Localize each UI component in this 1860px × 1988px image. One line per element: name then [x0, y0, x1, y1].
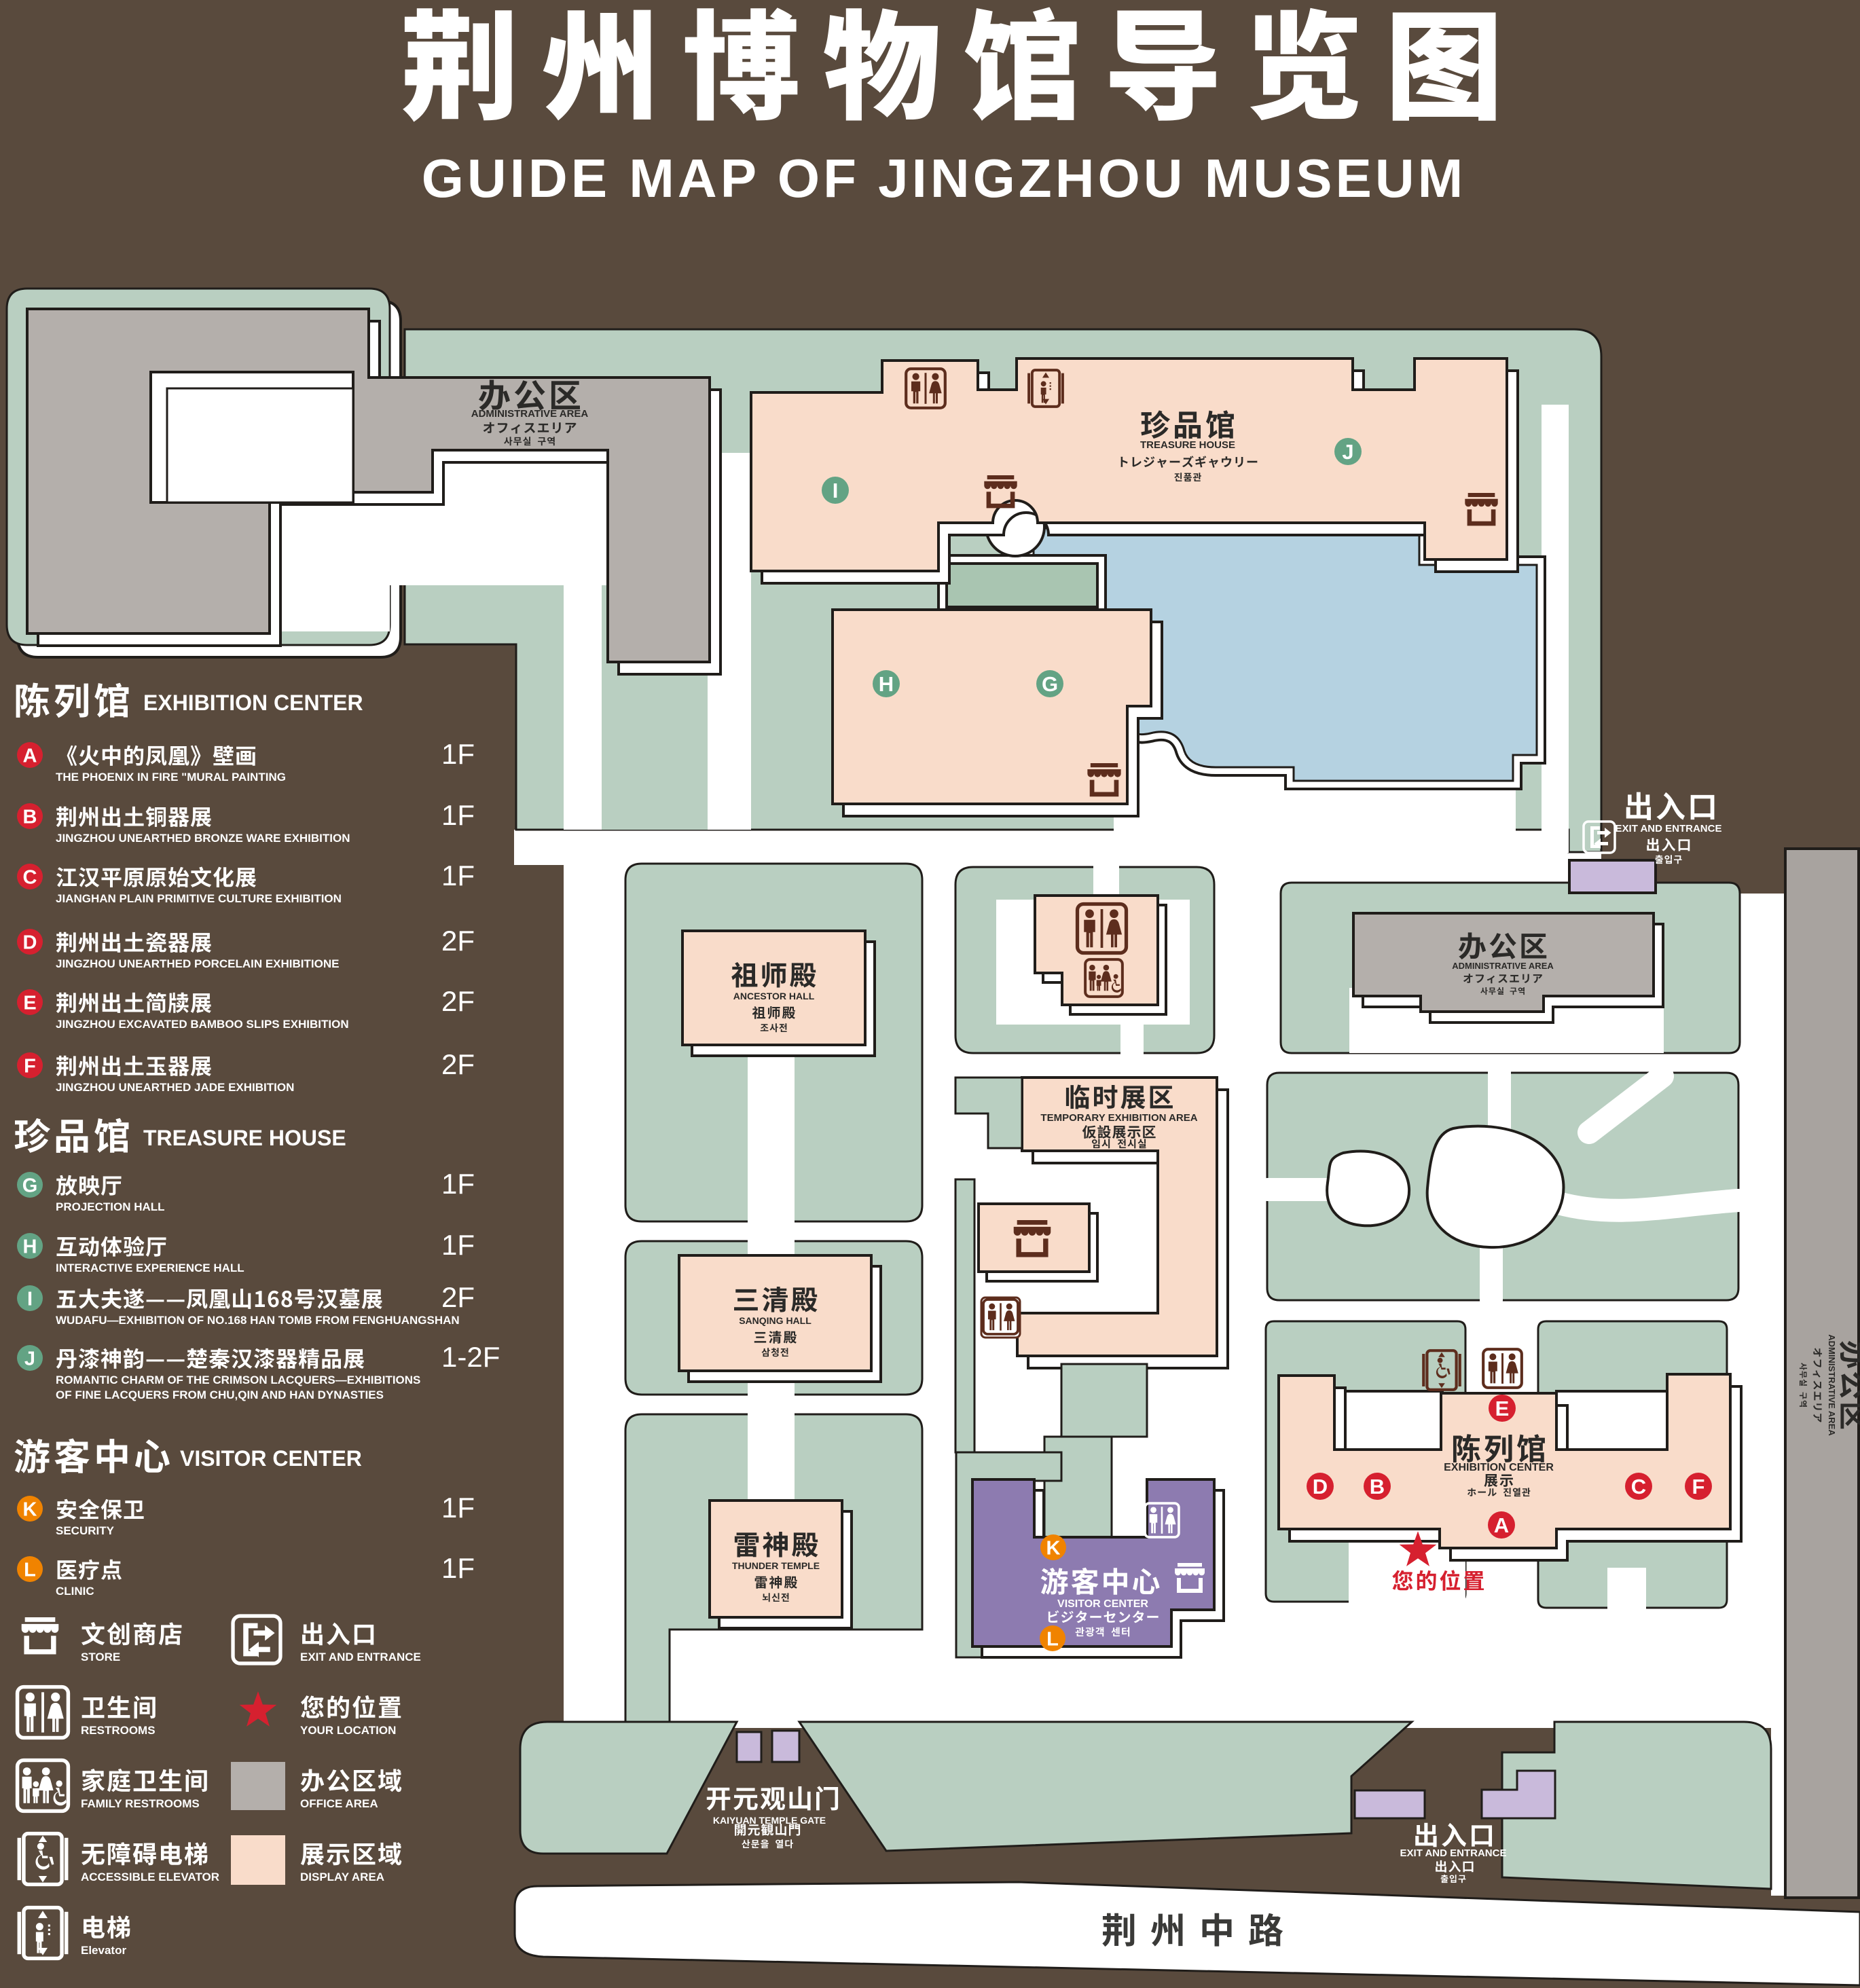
svg-text:VISITOR CENTER: VISITOR CENTER: [1057, 1598, 1148, 1610]
svg-text:1F: 1F: [441, 738, 475, 770]
svg-text:L: L: [1046, 1628, 1059, 1650]
svg-text:J: J: [1342, 440, 1353, 464]
svg-text:G: G: [1042, 672, 1058, 696]
svg-text:A: A: [1494, 1513, 1509, 1537]
svg-text:1-2F: 1-2F: [441, 1341, 500, 1373]
svg-text:ACCESSIBLE ELEVATOR: ACCESSIBLE ELEVATOR: [81, 1871, 219, 1883]
svg-text:TEMPORARY EXHIBITION AREA: TEMPORARY EXHIBITION AREA: [1040, 1112, 1197, 1124]
svg-text:FAMILY RESTROOMS: FAMILY RESTROOMS: [81, 1797, 200, 1810]
svg-text:TREASURE HOUSE: TREASURE HOUSE: [143, 1126, 346, 1150]
svg-text:1F: 1F: [441, 860, 475, 891]
svg-text:ROMANTIC CHARM OF THE CRIMSON: ROMANTIC CHARM OF THE CRIMSON LACQUERS—E…: [56, 1374, 420, 1386]
svg-text:H: H: [23, 1236, 37, 1257]
svg-text:KAIYUAN TEMPLE GATE: KAIYUAN TEMPLE GATE: [713, 1815, 826, 1826]
svg-text:EXIT AND ENTRANCE: EXIT AND ENTRANCE: [300, 1651, 421, 1663]
svg-text:TREASURE HOUSE: TREASURE HOUSE: [1140, 439, 1235, 451]
svg-text:GUIDE MAP OF JINGZHOU MUSEUM: GUIDE MAP OF JINGZHOU MUSEUM: [422, 148, 1467, 208]
svg-text:WUDAFU—EXHIBITION OF NO.168 HA: WUDAFU—EXHIBITION OF NO.168 HAN TOMB FRO…: [56, 1314, 460, 1327]
svg-text:K: K: [23, 1498, 37, 1520]
svg-text:YOUR LOCATION: YOUR LOCATION: [300, 1724, 396, 1737]
svg-text:JINGZHOU UNEARTHED JADE EXHIBI: JINGZHOU UNEARTHED JADE EXHIBITION: [56, 1081, 294, 1094]
svg-text:C: C: [23, 866, 37, 888]
svg-text:EXHIBITION CENTER: EXHIBITION CENTER: [1444, 1462, 1554, 1473]
svg-text:L: L: [24, 1559, 36, 1581]
svg-text:F: F: [1692, 1475, 1705, 1498]
svg-text:EXIT AND ENTRANCE: EXIT AND ENTRANCE: [1616, 823, 1722, 834]
svg-text:JINGZHOU UNEARTHED BRONZE WARE: JINGZHOU UNEARTHED BRONZE WARE EXHIBITIO…: [56, 832, 350, 845]
svg-text:D: D: [23, 932, 37, 953]
svg-text:ADMINISTRATIVE AREA: ADMINISTRATIVE AREA: [1452, 961, 1554, 971]
svg-text:ADMINISTRATIVE AREA: ADMINISTRATIVE AREA: [471, 408, 589, 420]
svg-text:I: I: [27, 1288, 33, 1310]
svg-text:INTERACTIVE EXPERIENCE HALL: INTERACTIVE EXPERIENCE HALL: [56, 1262, 244, 1274]
svg-text:J: J: [24, 1348, 35, 1369]
svg-text:THUNDER TEMPLE: THUNDER TEMPLE: [732, 1560, 820, 1571]
svg-text:CLINIC: CLINIC: [56, 1585, 94, 1598]
svg-text:K: K: [1046, 1537, 1061, 1559]
svg-text:DISPLAY AREA: DISPLAY AREA: [300, 1871, 384, 1883]
svg-text:C: C: [1631, 1475, 1646, 1498]
svg-text:EXHIBITION CENTER: EXHIBITION CENTER: [143, 691, 363, 715]
svg-text:1F: 1F: [441, 799, 475, 831]
svg-text:1F: 1F: [441, 1492, 475, 1524]
svg-text:D: D: [1313, 1475, 1328, 1498]
svg-text:2F: 2F: [441, 985, 475, 1017]
svg-text:OF FINE LACQUERS FROM CHU,QIN: OF FINE LACQUERS FROM CHU,QIN AND HAN DY…: [56, 1388, 384, 1401]
svg-text:2F: 2F: [441, 1048, 475, 1080]
svg-text:2F: 2F: [441, 925, 475, 957]
svg-text:E: E: [1495, 1397, 1510, 1420]
svg-text:JIANGHAN PLAIN PRIMITIVE CULTU: JIANGHAN PLAIN PRIMITIVE CULTURE EXHIBIT…: [56, 892, 342, 905]
svg-text:SANQING HALL: SANQING HALL: [739, 1315, 812, 1326]
svg-text:SECURITY: SECURITY: [56, 1524, 115, 1537]
svg-text:JINGZHOU UNEARTHED PORCELAIN E: JINGZHOU UNEARTHED PORCELAIN EXHIBITIONE: [56, 957, 339, 970]
svg-text:H: H: [879, 672, 894, 696]
svg-text:Elevator: Elevator: [81, 1944, 126, 1957]
svg-text:ADMINISTRATIVE AREA: ADMINISTRATIVE AREA: [1827, 1334, 1837, 1436]
svg-text:ANCESTOR HALL: ANCESTOR HALL: [733, 991, 815, 1001]
svg-text:B: B: [1370, 1475, 1385, 1498]
svg-text:PROJECTION HALL: PROJECTION HALL: [56, 1200, 165, 1213]
svg-text:STORE: STORE: [81, 1651, 120, 1663]
svg-text:1F: 1F: [441, 1229, 475, 1261]
svg-text:THE PHOENIX IN FIRE "MURAL PAI: THE PHOENIX IN FIRE "MURAL PAINTING: [56, 771, 286, 784]
svg-text:OFFICE AREA: OFFICE AREA: [300, 1797, 378, 1810]
svg-text:2F: 2F: [441, 1281, 475, 1313]
svg-text:A: A: [23, 745, 37, 767]
svg-text:VISITOR CENTER: VISITOR CENTER: [180, 1446, 362, 1471]
svg-text:JINGZHOU EXCAVATED BAMBOO SLIP: JINGZHOU EXCAVATED BAMBOO SLIPS EXHIBITI…: [56, 1018, 349, 1031]
svg-text:F: F: [24, 1055, 36, 1077]
svg-text:1F: 1F: [441, 1552, 475, 1584]
svg-text:G: G: [22, 1175, 38, 1196]
svg-text:I: I: [833, 479, 839, 502]
svg-text:B: B: [23, 806, 37, 828]
svg-text:RESTROOMS: RESTROOMS: [81, 1724, 156, 1737]
svg-text:EXIT AND ENTRANCE: EXIT AND ENTRANCE: [1400, 1847, 1507, 1859]
svg-text:1F: 1F: [441, 1168, 475, 1200]
svg-text:E: E: [23, 992, 36, 1014]
